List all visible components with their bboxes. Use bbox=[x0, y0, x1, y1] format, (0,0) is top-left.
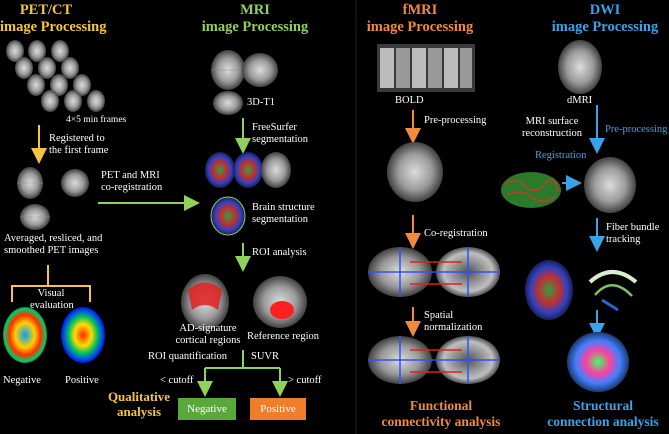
fiber-line-1: Fiber bundle bbox=[606, 222, 660, 233]
mri-column-title: MRI image Processing bbox=[190, 2, 320, 35]
fiber-tracking-images bbox=[525, 260, 638, 320]
averaged-line-2: smoothed PET images bbox=[4, 245, 99, 257]
fiber-line-2: tracking bbox=[606, 234, 641, 246]
pet-title-line-1: PET/CT bbox=[19, 2, 73, 18]
coreg-line-1: PET and MRI bbox=[101, 170, 160, 181]
structural-line-2: connection analysis bbox=[547, 413, 659, 429]
ad-line-2: cortical regions bbox=[175, 335, 241, 347]
registered-line-2: the first frame bbox=[49, 145, 109, 157]
mri-title-line-2: image Processing bbox=[201, 18, 309, 35]
positive-result-box: Positive bbox=[250, 398, 306, 420]
functional-line-2: connectivity analysis bbox=[381, 413, 501, 429]
structural-line-1: Structural bbox=[573, 398, 633, 413]
fmri-column-title: fMRI image Processing bbox=[360, 2, 480, 35]
registered-brain-image bbox=[584, 157, 636, 213]
suvr-label: SUVR bbox=[251, 351, 280, 362]
pet-averaged-images bbox=[17, 167, 89, 230]
t1-label: 3D-T1 bbox=[247, 97, 275, 108]
fmri-normalization-images bbox=[368, 336, 500, 384]
pet-negative-label: Negative bbox=[3, 375, 41, 386]
bold-label: BOLD bbox=[395, 95, 424, 106]
frames-label: 4×5 min frames bbox=[66, 115, 127, 125]
fmri-preprocessing-label: Pre-processing bbox=[424, 115, 487, 126]
dmri-label: dMRI bbox=[567, 95, 593, 106]
averaged-line-1: Averaged, resliced, and bbox=[4, 233, 103, 244]
dwi-column-title: DWI image Processing bbox=[545, 2, 665, 35]
ad-line-1: AD-signature bbox=[179, 323, 237, 334]
visual-line-1: Visual bbox=[37, 288, 65, 299]
negative-result-box: Negative bbox=[178, 398, 236, 420]
dwi-title-line-2: image Processing bbox=[551, 18, 659, 35]
visual-evaluation-label: Visual evaluation bbox=[30, 288, 74, 312]
visual-line-2: evaluation bbox=[30, 300, 74, 312]
pet-frame-stack bbox=[2, 36, 114, 116]
qual-line-1: Qualitative bbox=[107, 389, 171, 404]
dmri-image bbox=[558, 40, 602, 94]
coreg-line-2: co-registration bbox=[101, 182, 163, 194]
functional-line-1: Functional bbox=[409, 398, 473, 413]
freesurfer-line-1: FreeSurfer bbox=[252, 122, 297, 133]
connection-analysis-image bbox=[567, 332, 629, 392]
registration-label: Registration bbox=[535, 150, 587, 161]
pet-column-title: PET/CT image Processing bbox=[0, 2, 107, 35]
freesurfer-line-2: segmentation bbox=[252, 134, 308, 146]
brain-structure-label: Brain structure segmentation bbox=[252, 202, 315, 226]
pet-title-line-2: image Processing bbox=[0, 18, 107, 35]
pet-positive-image bbox=[61, 307, 105, 363]
fmri-title-line-2: image Processing bbox=[366, 18, 474, 35]
lt-cutoff-label: < cutoff bbox=[160, 375, 194, 386]
brain-line-1: Brain structure bbox=[252, 202, 315, 213]
surface-line-1: MRI surface bbox=[525, 116, 579, 127]
roi-analysis-label: ROI analysis bbox=[252, 247, 307, 258]
surface-line-2: reconstruction bbox=[521, 128, 583, 140]
fmri-preprocessed-brain bbox=[387, 142, 443, 202]
mri-title-line-1: MRI bbox=[240, 2, 270, 18]
dwi-title-line-1: DWI bbox=[589, 2, 621, 18]
spatial-line-1: Spatial bbox=[424, 310, 454, 321]
bold-image-stack bbox=[377, 44, 475, 92]
fmri-coregistration-label: Co-registration bbox=[424, 228, 488, 239]
fmri-coregistration-images bbox=[368, 247, 500, 297]
fiber-bundle-label: Fiber bundle tracking bbox=[606, 222, 659, 246]
mri-t1-images bbox=[211, 50, 278, 115]
registered-line-1: Registered to bbox=[49, 133, 105, 144]
fmri-title-line-1: fMRI bbox=[402, 2, 438, 18]
structural-connection-label: Structural connection analysis bbox=[540, 398, 666, 429]
surface-reconstruction-image bbox=[501, 172, 561, 208]
registered-label: Registered to the first frame bbox=[49, 133, 108, 157]
surface-reconstruction-label: MRI surface reconstruction bbox=[512, 116, 592, 140]
dwi-preprocessing-label: Pre-processing bbox=[605, 124, 668, 135]
gt-cutoff-label: > cutoff bbox=[288, 375, 322, 386]
visual-evaluation-bracket bbox=[11, 265, 91, 302]
coregistration-label: PET and MRI co-registration bbox=[101, 170, 162, 194]
freesurfer-segmentation-images bbox=[205, 152, 291, 236]
qualitative-analysis-label: Qualitative analysis bbox=[96, 389, 182, 420]
pet-negative-image bbox=[3, 307, 47, 363]
functional-connectivity-label: Functional connectivity analysis bbox=[368, 398, 514, 429]
pet-positive-label: Positive bbox=[65, 375, 99, 386]
roi-images bbox=[181, 274, 307, 330]
brain-line-2: segmentation bbox=[252, 214, 308, 226]
spatial-line-2: normalization bbox=[424, 322, 483, 334]
reference-region-label: Reference region bbox=[247, 331, 319, 342]
ad-signature-label: AD-signature cortical regions bbox=[160, 323, 256, 347]
freesurfer-label: FreeSurfer segmentation bbox=[252, 122, 308, 146]
suvr-split bbox=[197, 350, 288, 397]
spatial-normalization-label: Spatial normalization bbox=[424, 310, 482, 334]
qual-line-2: analysis bbox=[116, 403, 162, 419]
roi-quantification-label: ROI quantification bbox=[148, 351, 228, 362]
averaged-label: Averaged, resliced, and smoothed PET ima… bbox=[4, 233, 102, 257]
